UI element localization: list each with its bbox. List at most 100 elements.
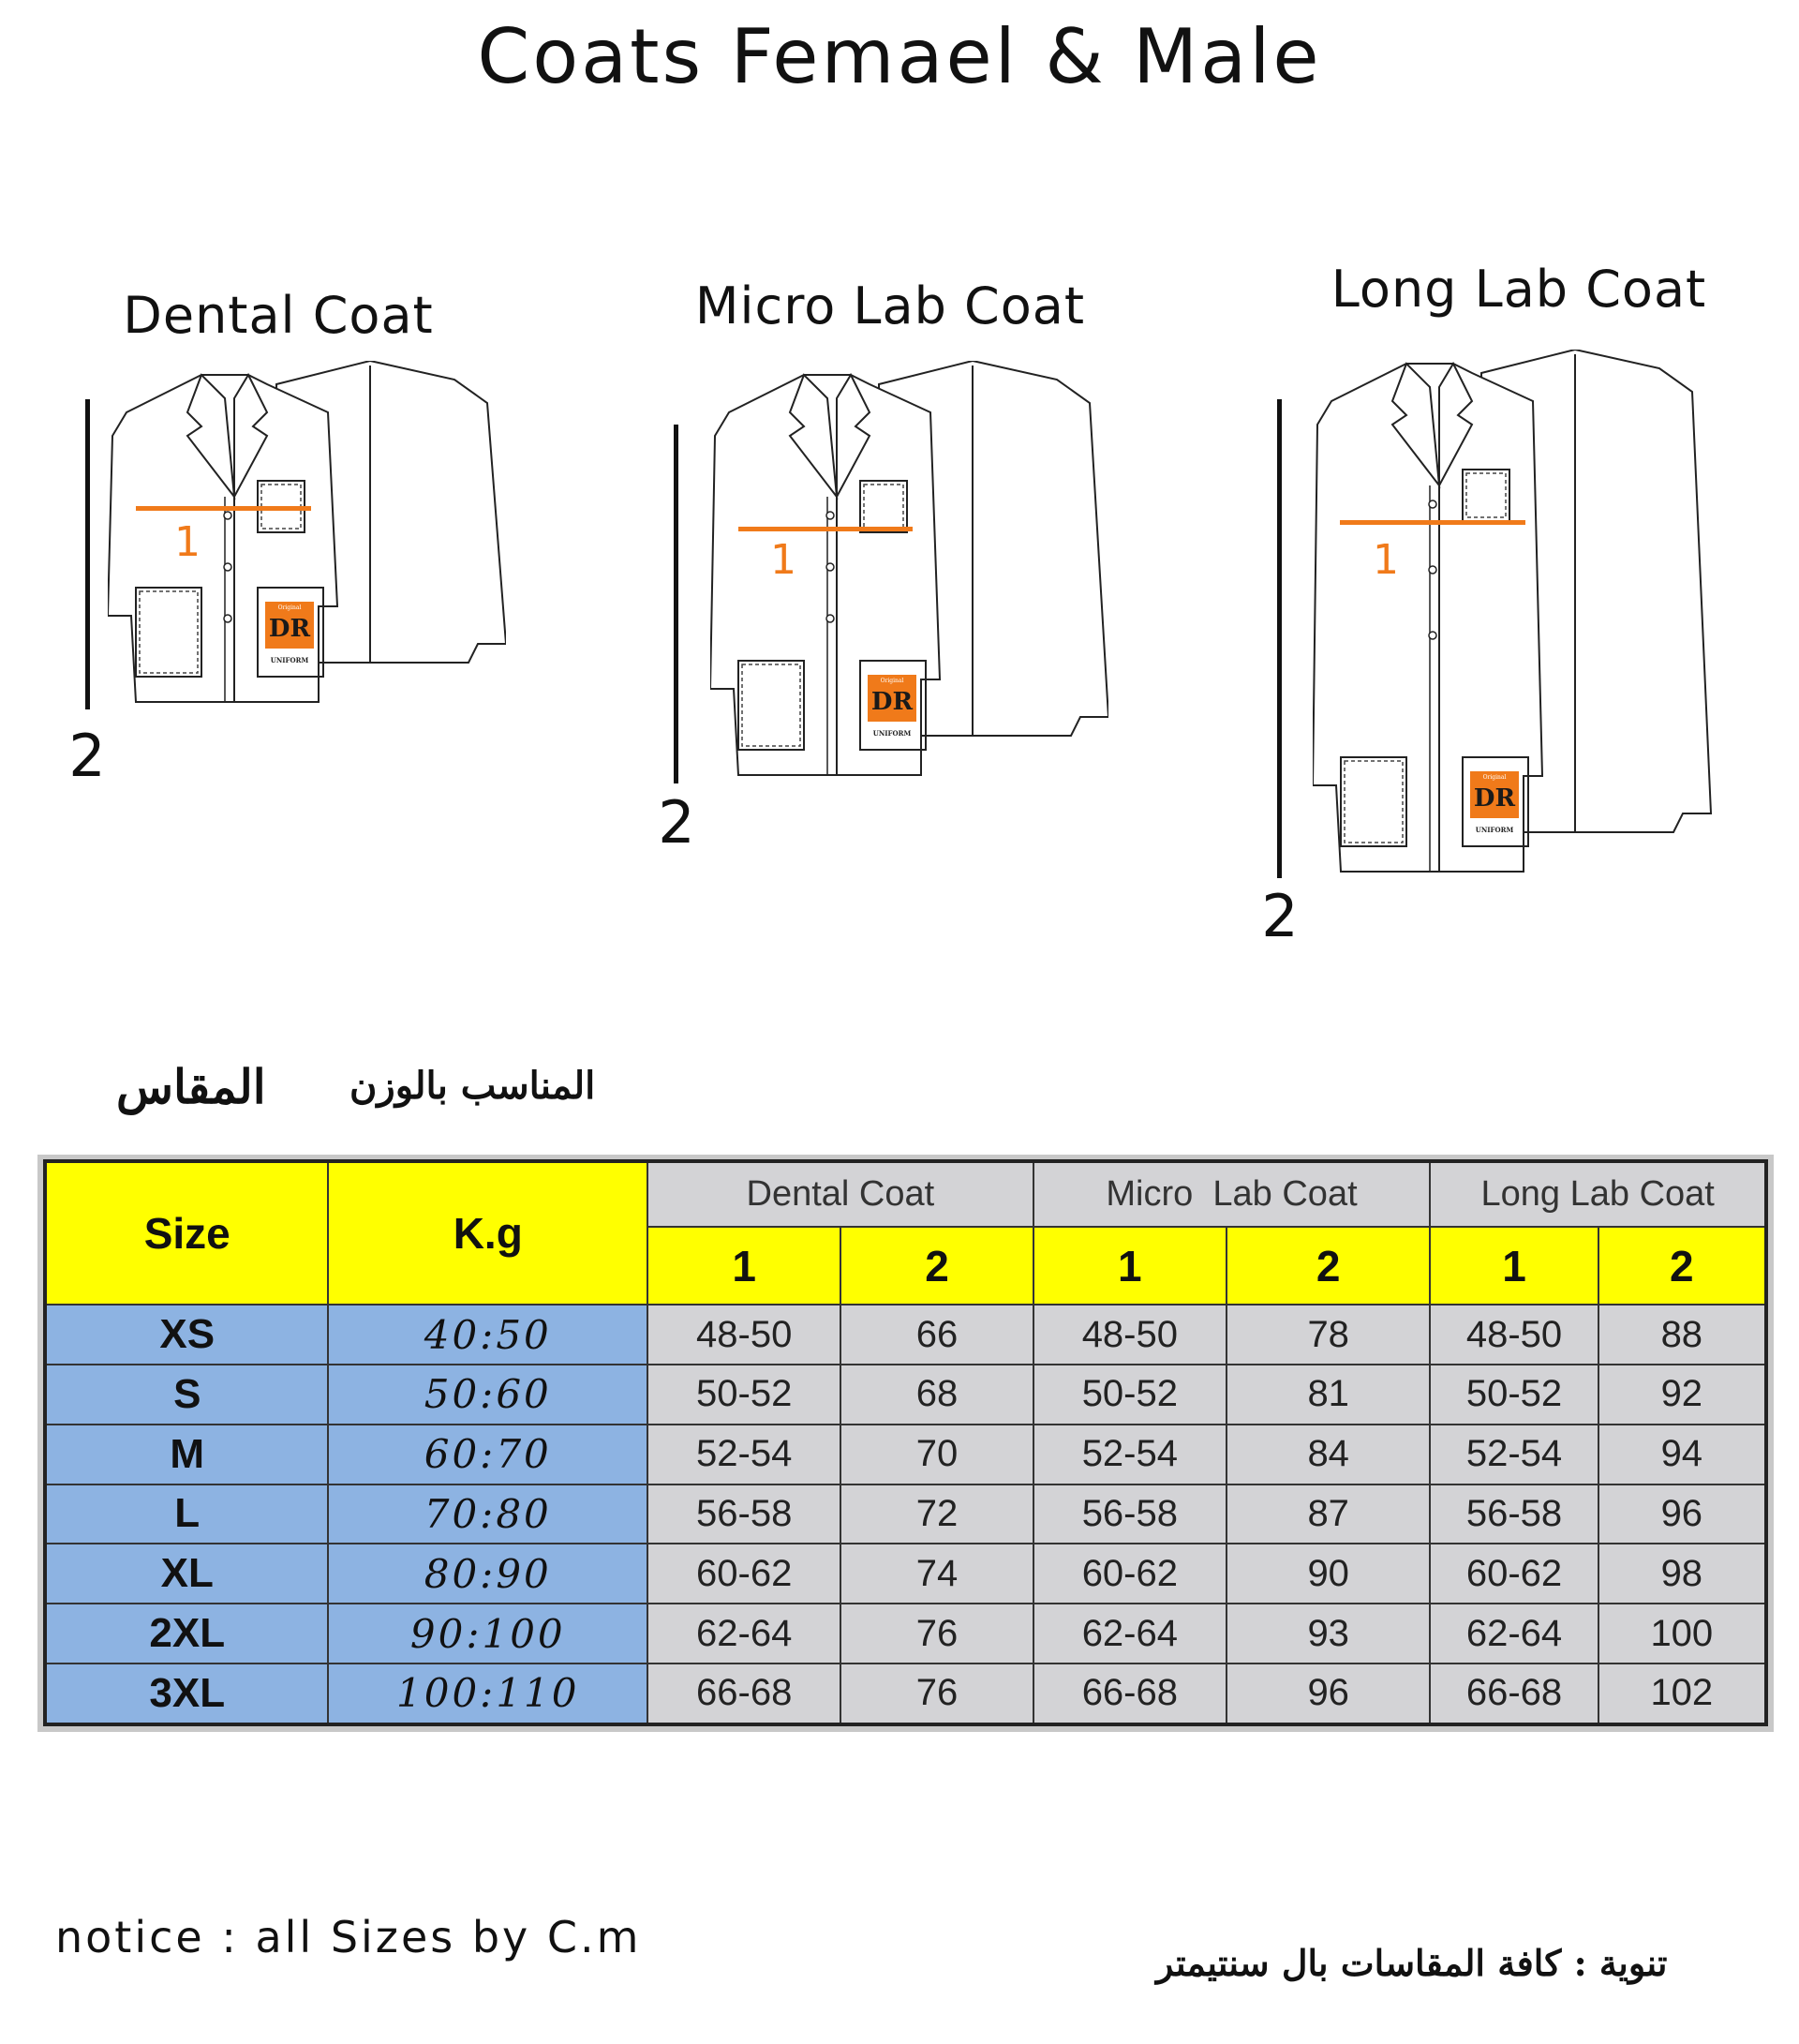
measure-cell: 76 (840, 1662, 1034, 1726)
measure-cell: 56-58 (1032, 1483, 1228, 1545)
header-micro-lab-coat: Micro Lab Coat (1032, 1160, 1432, 1228)
measure-cell: 52-54 (1032, 1423, 1228, 1485)
measure-cell: 48-50 (647, 1304, 842, 1366)
measure-cell: 60-62 (647, 1543, 842, 1605)
svg-text:Original: Original (1483, 774, 1507, 781)
weight-cell: 70:80 (327, 1483, 649, 1545)
length-measure-label: 2 (658, 788, 695, 857)
length-measure-line (674, 425, 678, 783)
size-cell: L (43, 1483, 330, 1545)
length-measure-label: 2 (1261, 882, 1299, 950)
svg-text:UNIFORM: UNIFORM (1476, 826, 1514, 834)
size-cell: XS (43, 1304, 330, 1366)
measure-cell: 60-62 (1429, 1543, 1599, 1605)
measure-cell: 74 (840, 1543, 1034, 1605)
measure-cell: 62-64 (647, 1603, 842, 1664)
header-measure: 2 (1597, 1225, 1768, 1306)
size-label-arabic: المقاس (116, 1059, 266, 1114)
size-chart-table: Size K.g Dental Coat Micro Lab Coat Long… (37, 1155, 1774, 1732)
header-measure: 2 (1226, 1225, 1432, 1306)
chest-measure-line (738, 527, 913, 531)
chest-measure-label: 1 (770, 536, 796, 584)
header-measure: 2 (840, 1225, 1034, 1306)
measure-cell: 48-50 (1032, 1304, 1228, 1366)
chest-measure-label: 1 (1373, 536, 1399, 584)
measure-cell: 62-64 (1429, 1603, 1599, 1664)
size-cell: 3XL (43, 1662, 330, 1726)
measure-cell: 93 (1226, 1603, 1432, 1664)
measure-cell: 81 (1226, 1364, 1432, 1425)
header-kg: K.g (327, 1159, 649, 1306)
measure-cell: 56-58 (647, 1483, 842, 1545)
measure-cell: 66 (840, 1304, 1034, 1366)
coat-label-dental: Dental Coat (123, 286, 434, 345)
measure-cell: 78 (1226, 1304, 1432, 1366)
measure-cell: 66-68 (1429, 1662, 1599, 1726)
measure-cell: 50-52 (1429, 1364, 1599, 1425)
chest-measure-label: 1 (174, 518, 201, 566)
measure-cell: 98 (1597, 1543, 1768, 1605)
coat-label-long: Long Lab Coat (1331, 260, 1707, 319)
size-cell: 2XL (43, 1603, 330, 1664)
header-long-lab-coat: Long Lab Coat (1429, 1160, 1767, 1228)
dr-logo (265, 602, 314, 649)
weight-cell: 50:60 (327, 1364, 649, 1425)
dr-logo (1470, 771, 1519, 818)
coat-front (1313, 363, 1544, 873)
measure-cell: 62-64 (1032, 1603, 1228, 1664)
svg-text:Original: Original (881, 678, 904, 684)
weight-label-arabic: المناسب بالوزن (349, 1064, 596, 1108)
weight-cell: 90:100 (327, 1603, 649, 1664)
measure-cell: 66-68 (1032, 1662, 1228, 1726)
measure-cell: 70 (840, 1423, 1034, 1485)
measure-cell: 87 (1226, 1483, 1432, 1545)
svg-text:Original: Original (278, 604, 302, 611)
header-measure: 1 (1429, 1225, 1599, 1306)
measure-cell: 96 (1226, 1662, 1432, 1726)
measure-cell: 84 (1226, 1423, 1432, 1485)
measure-cell: 52-54 (1429, 1423, 1599, 1485)
size-cell: XL (43, 1543, 330, 1605)
svg-text:DR: DR (1474, 784, 1516, 813)
header-dental-coat: Dental Coat (647, 1160, 1034, 1228)
measure-cell: 52-54 (647, 1423, 842, 1485)
chest-measure-line (1340, 520, 1525, 525)
measure-cell: 88 (1597, 1304, 1768, 1366)
svg-text:UNIFORM: UNIFORM (873, 729, 912, 738)
header-size: Size (43, 1159, 330, 1306)
length-measure-line (1277, 399, 1282, 878)
weight-cell: 80:90 (327, 1543, 649, 1605)
measure-cell: 90 (1226, 1543, 1432, 1605)
svg-text:UNIFORM: UNIFORM (271, 656, 309, 664)
page-title: Coats Femael & Male (477, 13, 1322, 100)
measure-cell: 48-50 (1429, 1304, 1599, 1366)
header-measure: 1 (1032, 1225, 1228, 1306)
coat-label-micro: Micro Lab Coat (694, 276, 1086, 336)
svg-text:DR: DR (269, 615, 311, 643)
weight-cell: 60:70 (327, 1423, 649, 1485)
measure-cell: 94 (1597, 1423, 1768, 1485)
notice-text: notice : all Sizes by C.m (55, 1912, 642, 1962)
size-cell: S (43, 1364, 330, 1425)
dr-logo (868, 675, 916, 722)
measure-cell: 50-52 (1032, 1364, 1228, 1425)
measure-cell: 92 (1597, 1364, 1768, 1425)
length-measure-line (85, 399, 90, 709)
measure-cell: 60-62 (1032, 1543, 1228, 1605)
weight-cell: 40:50 (327, 1304, 649, 1366)
measure-cell: 76 (840, 1603, 1034, 1664)
weight-cell: 100:110 (327, 1662, 649, 1726)
chest-measure-line (136, 506, 311, 511)
measure-cell: 102 (1597, 1662, 1768, 1726)
notice-text-arabic: تنوية : كافة المقاسات بال سنتيمتر (1156, 1942, 1668, 1984)
measure-cell: 100 (1597, 1603, 1768, 1664)
measure-cell: 50-52 (647, 1364, 842, 1425)
